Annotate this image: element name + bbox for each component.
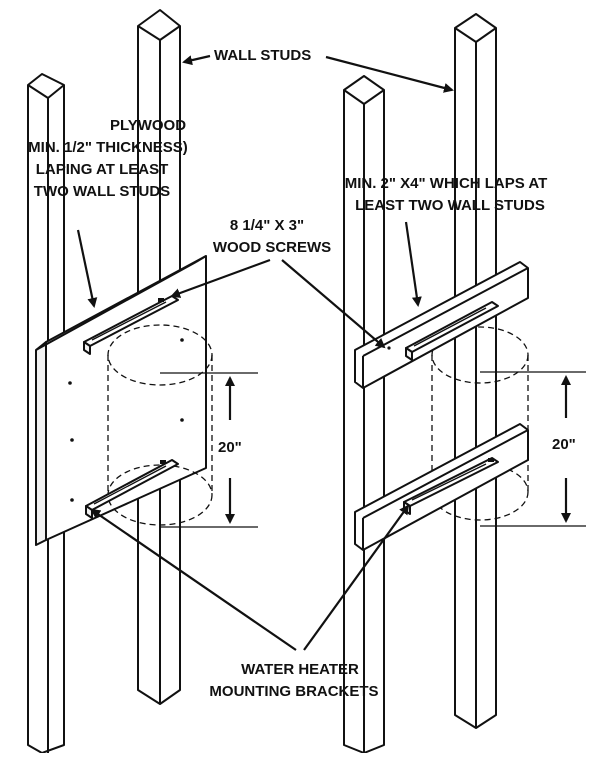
wood-screws-label-line-1: 8 1/4" X 3": [230, 217, 304, 234]
brackets-label: WATER HEATER MOUNTING BRACKETS: [209, 661, 378, 700]
plywood-label-line-1: PLYWOOD: [110, 117, 186, 134]
wood-screws-label-line-2: WOOD SCREWS: [213, 239, 331, 256]
wall-stud-right-rear: [454, 13, 497, 729]
min-2x4-label-line-1: MIN. 2" X4" WHICH LAPS AT: [345, 175, 548, 192]
dimension-right-label: 20": [552, 436, 576, 453]
dimension-right: 20": [480, 371, 586, 527]
plywood-label-line-4: TWO WALL STUDS: [34, 183, 170, 200]
bracket-left-top: [83, 295, 179, 355]
wood-screws-label: 8 1/4" X 3" WOOD SCREWS: [213, 217, 331, 256]
wall-stud-right-front: [343, 75, 385, 754]
bracket-right-top: [405, 301, 499, 361]
dimension-left-label: 20": [218, 439, 242, 456]
min-2x4-label: MIN. 2" X4" WHICH LAPS AT LEAST TWO WALL…: [345, 175, 548, 214]
plywood-label-line-2: MIN. 1/2" THICKNESS): [28, 139, 188, 156]
plywood-label-line-3: LAPING AT LEAST: [36, 161, 169, 178]
wall-studs-label: WALL STUDS: [214, 47, 311, 64]
board-2x4-top: [354, 261, 529, 389]
brackets-label-line-2: MOUNTING BRACKETS: [209, 683, 378, 700]
plywood-label: PLYWOOD MIN. 1/2" THICKNESS) LAPING AT L…: [28, 117, 188, 200]
min-2x4-label-line-2: LEAST TWO WALL STUDS: [355, 197, 545, 214]
dimension-left: 20": [160, 372, 258, 528]
brackets-label-line-1: WATER HEATER: [241, 661, 359, 678]
